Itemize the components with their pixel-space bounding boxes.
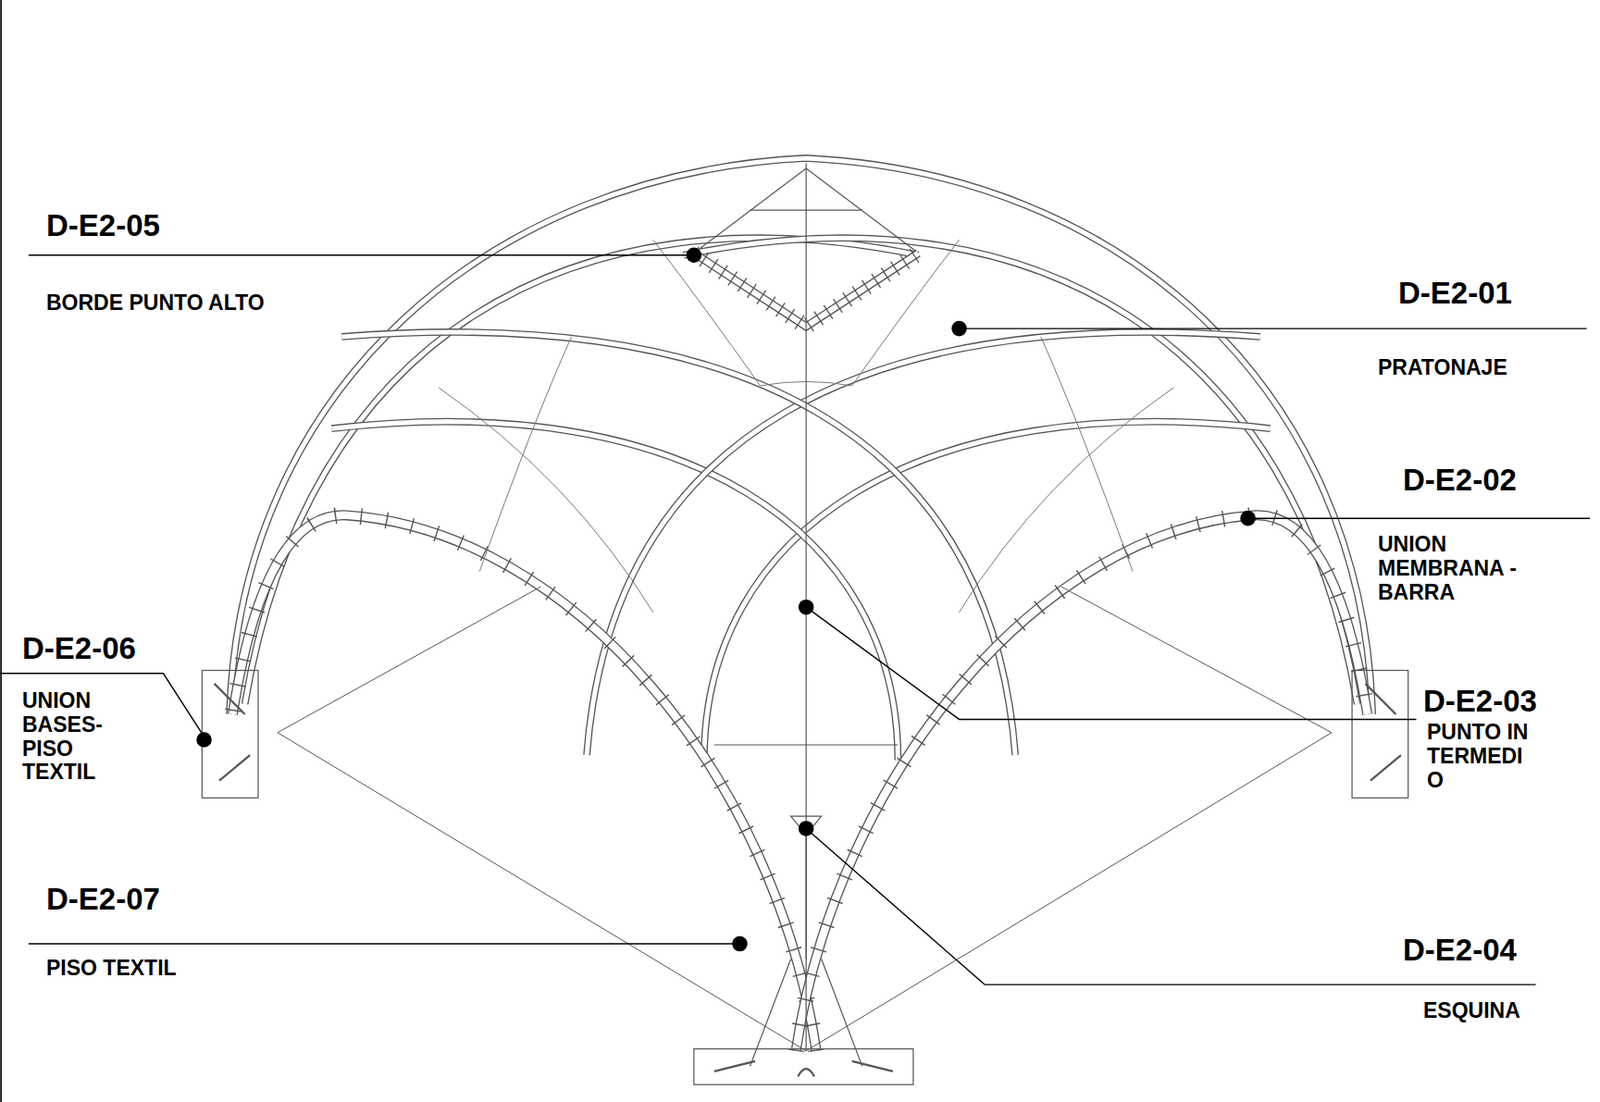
arch-outline <box>586 332 1261 756</box>
arch-outline <box>683 237 1358 705</box>
leader-lines <box>0 255 1590 985</box>
part-name: UNION MEMBRANA - BARRA <box>1377 533 1545 605</box>
arch-fill <box>331 421 898 761</box>
front-arch <box>232 515 1367 1052</box>
leader-dot <box>1240 510 1256 527</box>
callout-number: D-E2-04 <box>1402 934 1517 968</box>
arch-fill <box>229 158 1373 715</box>
part-name: PRATONAJE <box>1377 356 1508 381</box>
leader-dot <box>731 936 748 953</box>
part-name: UNION BASES-PISO TEXTIL <box>22 689 123 785</box>
seam <box>1041 336 1133 572</box>
base-box <box>694 1049 914 1086</box>
leader-dot <box>196 731 212 748</box>
arch-fill <box>245 237 919 705</box>
leader-dots <box>196 247 1256 952</box>
callout-number: D-E2-01 <box>1398 277 1513 311</box>
leader-line <box>959 327 1588 329</box>
frame-line <box>0 0 2 1102</box>
arch-fill <box>341 332 1016 756</box>
leader-dot <box>798 820 815 837</box>
part-name: PUNTO INTERMEDIO <box>1426 720 1533 793</box>
arch-ticks <box>795 515 1367 1052</box>
callout-number: D-E2-06 <box>22 632 137 666</box>
callout-number: D-E2-07 <box>46 883 161 917</box>
arch-outline <box>245 237 919 705</box>
leader-line <box>806 607 1416 720</box>
base-box <box>201 670 259 799</box>
arch-outline <box>229 158 1373 715</box>
base-anchor <box>214 683 1402 1078</box>
arch-outline <box>331 421 898 761</box>
seam <box>438 387 654 613</box>
leader-dot <box>686 247 703 263</box>
seam <box>479 336 571 572</box>
arch-fill <box>683 237 1358 705</box>
leader-dot <box>951 321 968 337</box>
base-box <box>1351 670 1409 799</box>
floor-cables <box>277 586 1332 1052</box>
tie-line <box>714 744 898 745</box>
part-name: BORDE PUNTO ALTO <box>46 291 265 316</box>
part-name: PISO TEXTIL <box>46 956 177 981</box>
callout-number: D-E2-03 <box>1423 685 1538 719</box>
arch-outline <box>341 332 1016 756</box>
arch-fill <box>795 515 1367 1052</box>
structure <box>201 158 1408 1085</box>
part-name: ESQUINA <box>1423 999 1521 1024</box>
arch-fill <box>586 332 1261 756</box>
leader-dot <box>798 599 815 616</box>
seam <box>852 239 960 386</box>
callout-number: D-E2-05 <box>46 210 161 243</box>
arch-fill <box>704 421 1271 761</box>
arch-outline <box>795 515 1367 1052</box>
arch-outline <box>704 421 1271 761</box>
leader-line <box>28 942 741 944</box>
seam <box>959 387 1175 613</box>
leader-line <box>806 828 1536 985</box>
leader-line <box>28 254 695 256</box>
outer-arch <box>229 158 1373 761</box>
leader-line <box>1248 517 1590 519</box>
callout-number: D-E2-02 <box>1402 464 1517 497</box>
seam <box>653 239 761 386</box>
floor-legs <box>749 834 862 1067</box>
